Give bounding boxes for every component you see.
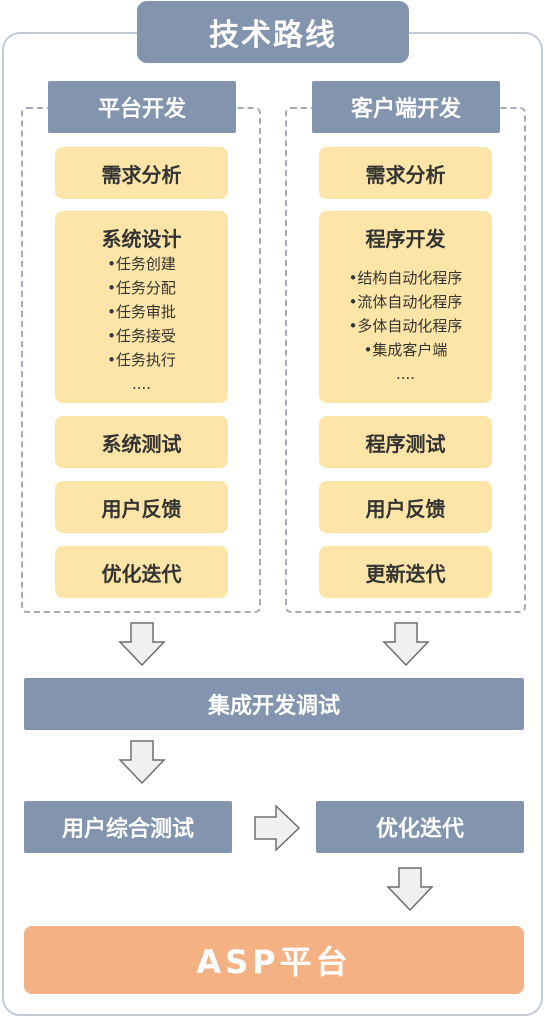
- platform-step-requirements: 需求分析: [55, 147, 228, 199]
- list-item: •任务接受: [107, 327, 176, 345]
- down-arrow-icon: [386, 867, 434, 911]
- program-dev-list: •结构自动化程序 •流体自动化程序 •多体自动化程序 •集成客户端 ....: [349, 266, 463, 386]
- down-arrow-icon: [382, 622, 430, 666]
- list-item: •流体自动化程序: [348, 293, 463, 311]
- list-item: •任务审批: [107, 303, 176, 321]
- list-item: •任务执行: [107, 351, 176, 369]
- right-arrow-icon: [254, 805, 300, 851]
- list-item: •结构自动化程序: [348, 269, 463, 287]
- platform-step-optimize: 优化迭代: [55, 546, 228, 598]
- client-step-update: 更新迭代: [319, 546, 492, 598]
- list-item: ....: [131, 375, 152, 393]
- system-design-title: 系统设计: [101, 227, 182, 251]
- system-design-list: •任务创建 •任务分配 •任务审批 •任务接受 •任务执行 ....: [107, 252, 176, 396]
- platform-step-system-test: 系统测试: [55, 416, 228, 468]
- client-step-program-dev: 程序开发 •结构自动化程序 •流体自动化程序 •多体自动化程序 •集成客户端 .…: [319, 211, 492, 403]
- client-step-user-feedback: 用户反馈: [319, 481, 492, 533]
- integration-bar: 集成开发调试: [24, 678, 524, 730]
- program-dev-title: 程序开发: [365, 227, 446, 251]
- list-item: •多体自动化程序: [348, 317, 463, 335]
- list-item: ....: [395, 365, 416, 383]
- client-step-requirements: 需求分析: [319, 147, 492, 199]
- asp-platform-box: ASP平台: [24, 926, 524, 994]
- list-item: •任务创建: [107, 255, 176, 273]
- list-item: •集成客户端: [363, 341, 448, 359]
- down-arrow-icon: [118, 622, 166, 666]
- client-header: 客户端开发: [312, 81, 500, 133]
- diagram-title: 技术路线: [137, 1, 409, 63]
- optimize-bar: 优化迭代: [316, 801, 524, 853]
- platform-header: 平台开发: [48, 81, 236, 133]
- user-test-bar: 用户综合测试: [24, 801, 232, 853]
- list-item: •任务分配: [107, 279, 176, 297]
- client-step-program-test: 程序测试: [319, 416, 492, 468]
- platform-step-system-design: 系统设计 •任务创建 •任务分配 •任务审批 •任务接受 •任务执行 ....: [55, 211, 228, 403]
- platform-step-user-feedback: 用户反馈: [55, 481, 228, 533]
- down-arrow-icon: [118, 740, 166, 784]
